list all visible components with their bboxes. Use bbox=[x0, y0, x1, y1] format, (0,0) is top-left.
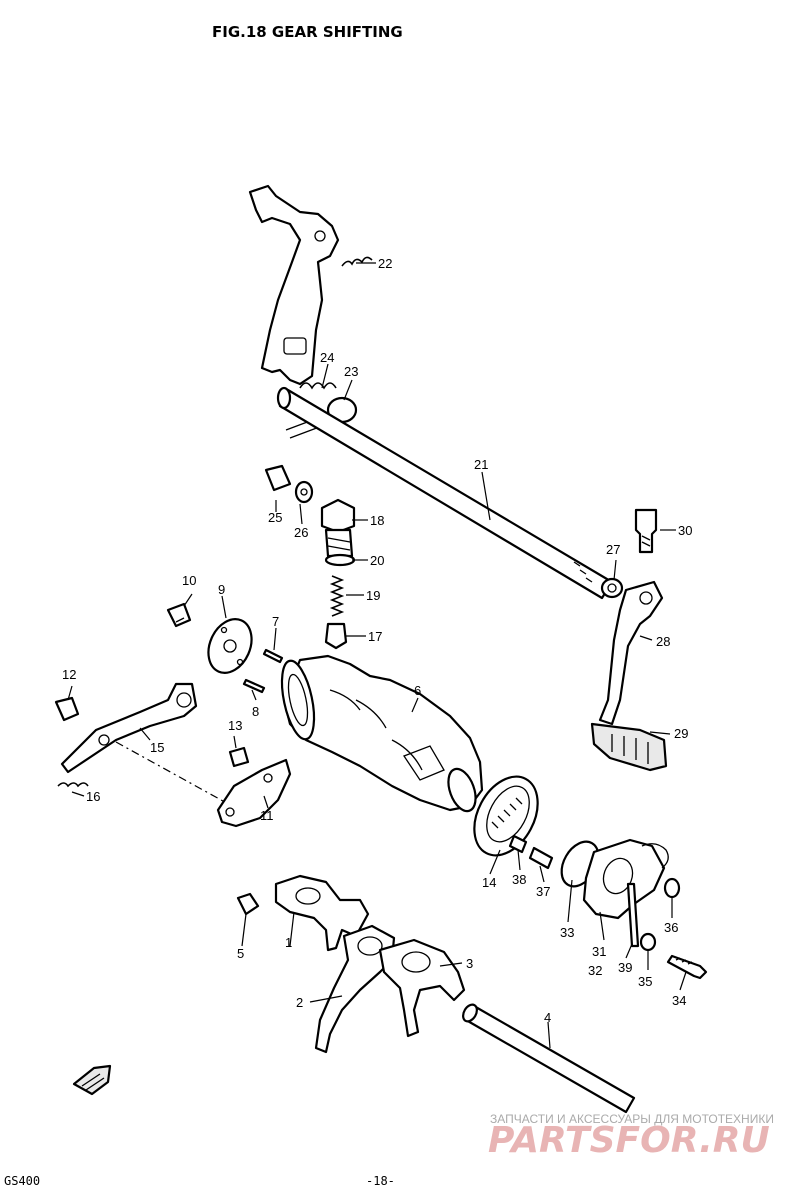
footer-page-number: -18- bbox=[366, 1174, 395, 1188]
watermark-brand: PARTSFOR.RU bbox=[488, 1120, 770, 1161]
gearshift-shaft bbox=[276, 386, 624, 600]
callout-5: 5 bbox=[237, 946, 244, 961]
cam-bearing bbox=[473, 775, 554, 870]
callout-18: 18 bbox=[370, 513, 384, 528]
callout-37: 37 bbox=[536, 884, 550, 899]
stopper-parts bbox=[264, 464, 356, 650]
callout-13: 13 bbox=[228, 718, 242, 733]
callout-15: 15 bbox=[150, 740, 164, 755]
callout-29: 29 bbox=[674, 726, 688, 741]
callout-32: 32 bbox=[588, 963, 602, 978]
callout-24: 24 bbox=[320, 350, 334, 365]
callout-14: 14 bbox=[482, 875, 496, 890]
callout-31: 31 bbox=[592, 944, 606, 959]
callout-2: 2 bbox=[296, 995, 303, 1010]
callout-39: 39 bbox=[618, 960, 632, 975]
callout-21: 21 bbox=[474, 457, 488, 472]
callout-1: 1 bbox=[285, 935, 292, 950]
callout-36: 36 bbox=[664, 920, 678, 935]
callout-34: 34 bbox=[672, 993, 686, 1008]
cam-cover bbox=[560, 838, 708, 980]
callout-25: 25 bbox=[268, 510, 282, 525]
leader-lines bbox=[67, 262, 687, 1049]
callout-19: 19 bbox=[366, 588, 380, 603]
callout-23: 23 bbox=[344, 364, 358, 379]
watermark: ЗАПЧАСТИ И АКСЕССУАРЫ ДЛЯ МОТОТЕХНИКИ PA… bbox=[488, 1112, 774, 1161]
shift-arm-assembly bbox=[248, 184, 373, 439]
callout-labels: 1 2 3 4 5 6 7 8 9 10 11 12 13 14 15 16 1… bbox=[62, 256, 692, 1025]
callout-26: 26 bbox=[294, 525, 308, 540]
callout-11: 11 bbox=[260, 808, 274, 823]
callout-38: 38 bbox=[512, 872, 526, 887]
callout-12: 12 bbox=[62, 667, 76, 682]
callout-22: 22 bbox=[378, 256, 392, 271]
footer-model: GS400 bbox=[4, 1174, 40, 1188]
callout-30: 30 bbox=[678, 523, 692, 538]
shift-pawl-parts bbox=[54, 682, 292, 828]
shift-forks bbox=[236, 874, 636, 1114]
watermark-tagline: ЗАПЧАСТИ И АКСЕССУАРЫ ДЛЯ МОТОТЕХНИКИ bbox=[490, 1112, 774, 1126]
callout-35: 35 bbox=[638, 974, 652, 989]
callout-20: 20 bbox=[370, 553, 384, 568]
callout-27: 27 bbox=[606, 542, 620, 557]
gear-shift-cam bbox=[280, 654, 484, 813]
callout-17: 17 bbox=[368, 629, 382, 644]
callout-6: 6 bbox=[414, 683, 421, 698]
gearshift-lever bbox=[590, 508, 668, 772]
callout-33: 33 bbox=[560, 925, 574, 940]
callout-10: 10 bbox=[182, 573, 196, 588]
callout-16: 16 bbox=[86, 789, 100, 804]
callout-4: 4 bbox=[544, 1010, 551, 1025]
callout-8: 8 bbox=[252, 704, 259, 719]
callout-9: 9 bbox=[218, 582, 225, 597]
callout-28: 28 bbox=[656, 634, 670, 649]
callout-7: 7 bbox=[272, 614, 279, 629]
figure-title: FIG.18 GEAR SHIFTING bbox=[212, 23, 403, 41]
callout-3: 3 bbox=[466, 956, 473, 971]
cam-guide-parts bbox=[166, 602, 284, 694]
